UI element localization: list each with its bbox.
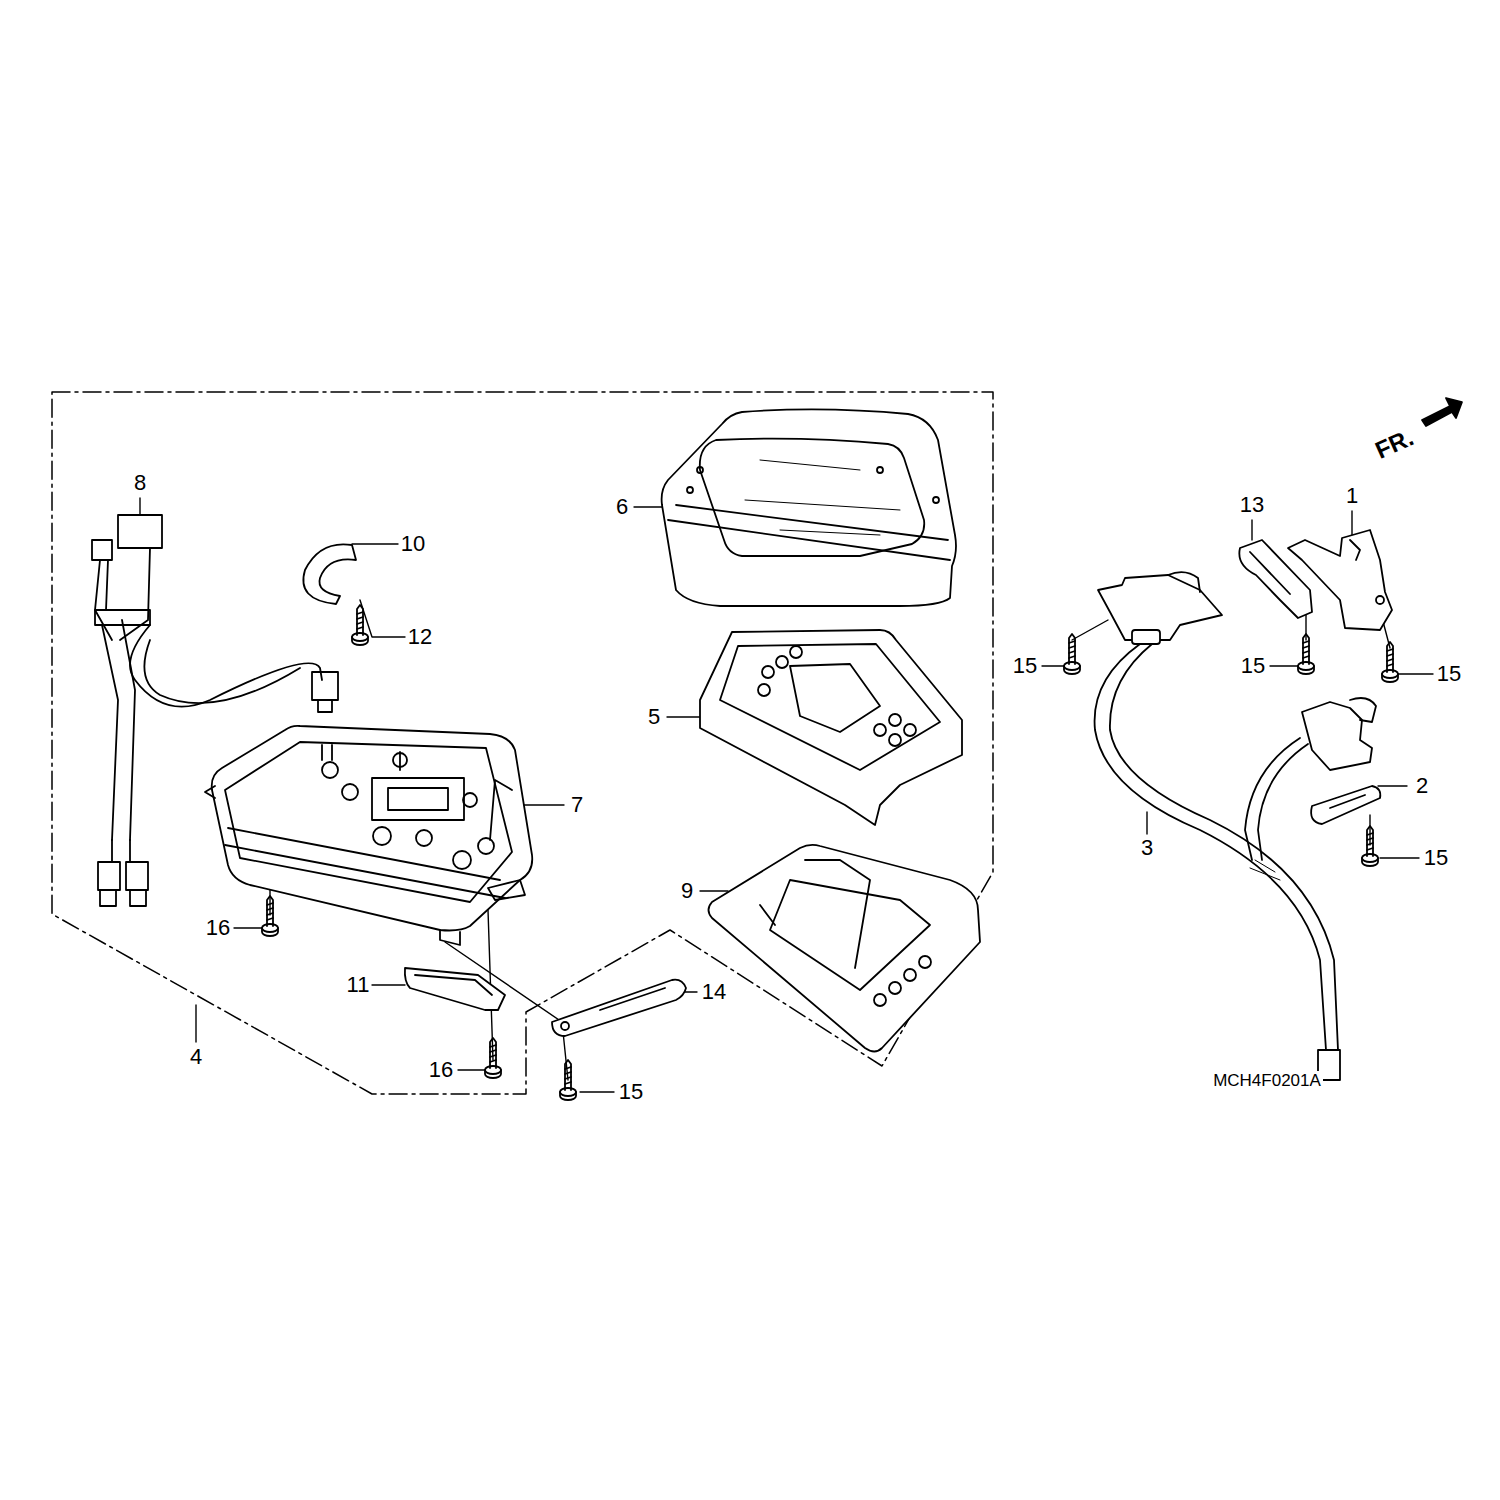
callout-number: 3 <box>1139 836 1155 860</box>
callout-number: 15 <box>1422 846 1450 870</box>
callout-number: 15 <box>1435 662 1463 686</box>
callout-number: 2 <box>1414 774 1430 798</box>
callout-number: 7 <box>569 793 585 817</box>
callout-number: 1 <box>1344 484 1360 508</box>
callout-number: 15 <box>617 1080 645 1104</box>
callout-number: 10 <box>399 532 427 556</box>
callout-number: 15 <box>1239 654 1267 678</box>
callout-number: 5 <box>646 705 662 729</box>
callout-number: 4 <box>188 1045 204 1069</box>
callout-number: 12 <box>406 625 434 649</box>
callout-number: 14 <box>700 980 728 1004</box>
callout-number: 8 <box>132 471 148 495</box>
callout-number: 15 <box>1011 654 1039 678</box>
callout-number: 6 <box>614 495 630 519</box>
callout-number: 13 <box>1238 493 1266 517</box>
callout-number: 9 <box>679 879 695 903</box>
callout-number: 16 <box>204 916 232 940</box>
diagram-code: MCH4F0201A <box>1211 1071 1323 1090</box>
direction-label: FR. <box>1369 423 1419 464</box>
callout-number: 16 <box>427 1058 455 1082</box>
callout-number: 11 <box>345 973 372 997</box>
